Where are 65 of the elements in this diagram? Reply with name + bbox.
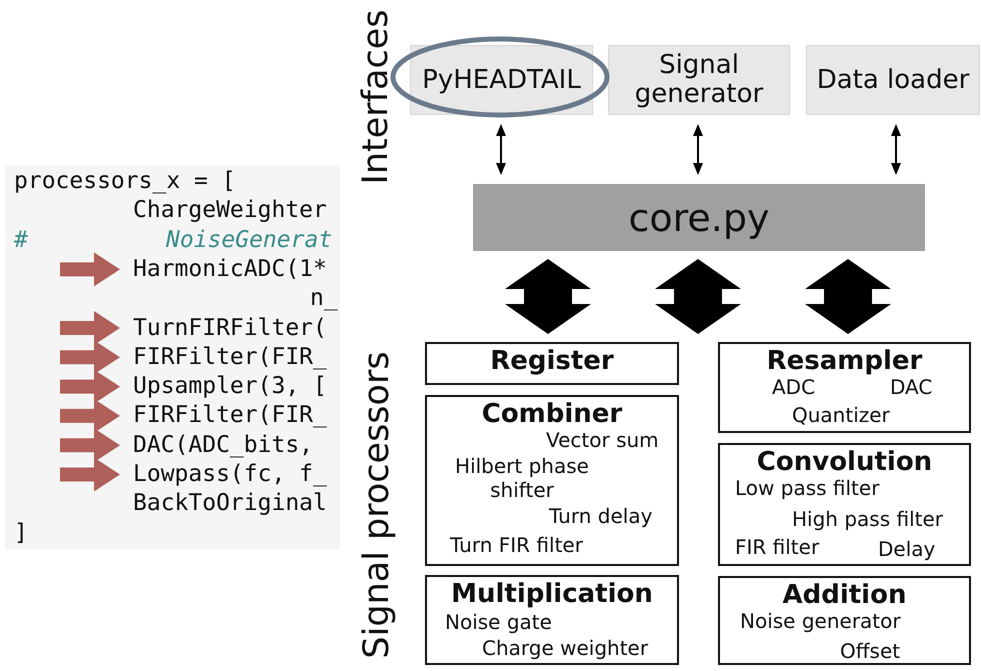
arrow	[60, 370, 120, 404]
block-arrow	[505, 259, 591, 334]
processor-item: Noise generator	[740, 609, 901, 633]
processor-item: Quantizer	[792, 403, 890, 427]
block-arrow	[655, 259, 741, 334]
interface-name: Signal generator	[634, 51, 764, 109]
processor-item: DAC	[890, 375, 932, 399]
arrow	[60, 340, 120, 374]
processor-group-title: Combiner	[482, 399, 622, 429]
processor-item: ADC	[772, 375, 816, 399]
processor-item: Vector sum	[546, 428, 659, 452]
code-line: HarmonicADC(1*	[120, 254, 340, 284]
code-line: ChargeWeighter	[133, 196, 327, 226]
code-line: Upsampler(3, [	[120, 372, 340, 402]
processor-item: Offset	[840, 639, 900, 663]
interface-name: PyHEADTAIL	[422, 66, 581, 94]
double-arrow	[891, 124, 901, 175]
processor-group-title: Resampler	[766, 346, 922, 376]
processor-group-title: Convolution	[756, 447, 932, 477]
processor-group-title: Register	[490, 346, 614, 376]
code-line: Lowpass(fc, f_	[120, 460, 340, 489]
arrow	[60, 252, 120, 286]
double-arrow	[693, 124, 703, 175]
code-line: processors_x = [	[14, 167, 236, 196]
processor-group-title: Addition	[782, 580, 906, 610]
block-arrow	[805, 259, 891, 334]
interface-box	[410, 45, 593, 115]
code-line: DAC(ADC_bits,	[120, 430, 340, 460]
code-panel	[5, 165, 340, 550]
code-line: ]	[14, 518, 28, 548]
interface-box	[608, 45, 790, 115]
processor-item: Delay	[878, 537, 936, 561]
double-arrow	[496, 124, 506, 175]
code-line: FIRFilter(FIR_	[120, 342, 340, 372]
processor-item: Hilbert phase shifter	[454, 454, 590, 502]
arrow	[60, 458, 120, 492]
processor-group-title: Multiplication	[451, 579, 653, 609]
code-comment: NoiseGenerat	[166, 226, 332, 255]
core-module-name: core.py	[628, 196, 770, 240]
code-comment: #	[14, 226, 28, 255]
processor-box	[718, 443, 971, 566]
processor-box	[718, 576, 971, 665]
processor-item: Turn FIR filter	[450, 533, 583, 557]
code-line: n_	[310, 284, 338, 314]
interface-name: Data loader	[816, 66, 970, 94]
section-label: Signal processors	[357, 350, 397, 661]
arrow	[60, 398, 120, 433]
processor-item: Low pass filter	[735, 476, 880, 500]
processor-box	[425, 395, 679, 566]
code-line: BackToOriginal	[133, 489, 327, 518]
arrow	[60, 428, 120, 462]
processor-item: High pass filter	[792, 507, 943, 531]
processor-box	[718, 342, 971, 433]
code-line: FIRFilter(FIR_	[120, 401, 340, 430]
processor-box	[425, 342, 679, 385]
processor-box	[425, 575, 679, 665]
interface-box	[806, 45, 980, 115]
core-box	[473, 184, 925, 251]
code-line: TurnFIRFilter(	[120, 314, 340, 342]
section-label: Interfaces	[356, 8, 396, 186]
processor-item: Charge weighter	[482, 636, 648, 660]
processor-item: FIR filter	[735, 535, 820, 559]
processor-item: Noise gate	[445, 610, 552, 634]
processor-item: Turn delay	[549, 504, 652, 528]
arrow	[60, 311, 120, 345]
